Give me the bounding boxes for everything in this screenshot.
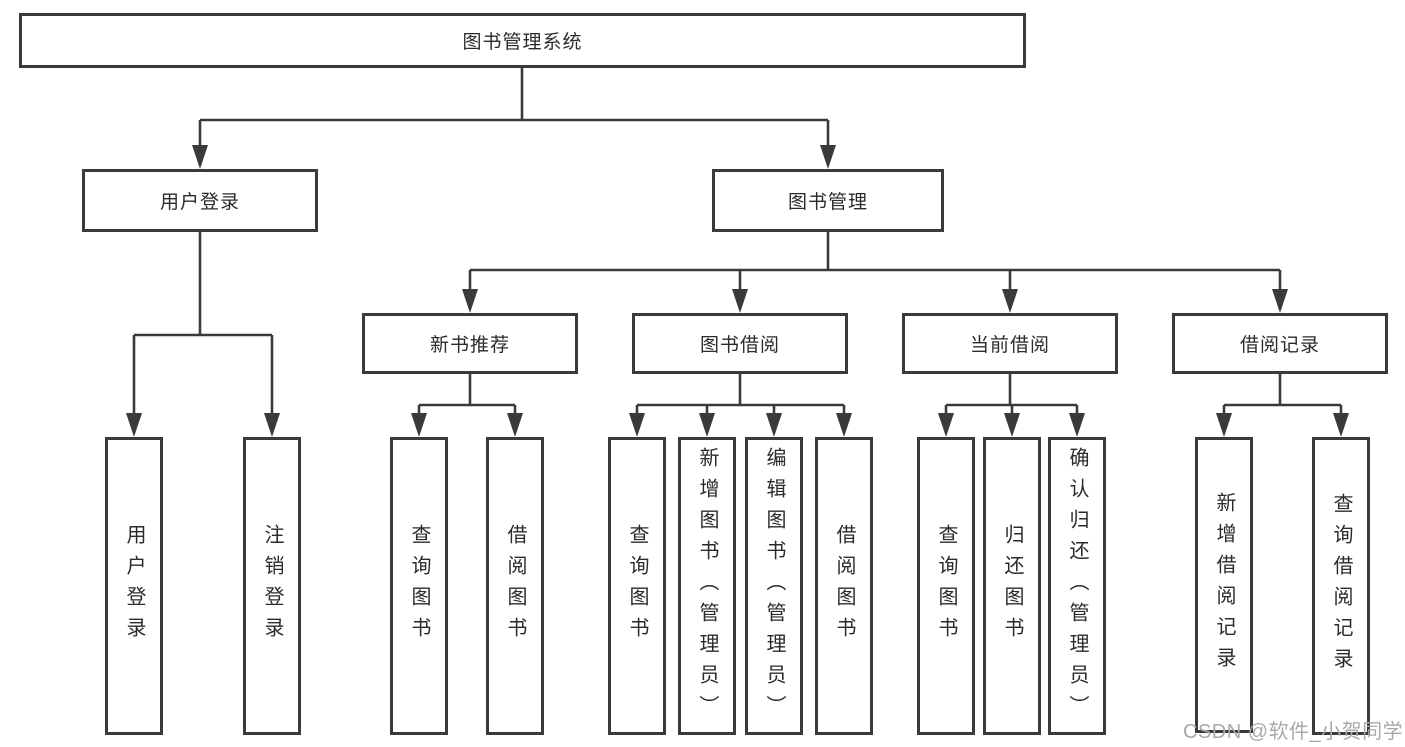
leaf-return-books: 归还图书 <box>983 437 1041 735</box>
node-borrowing-records: 借阅记录 <box>1172 313 1388 374</box>
leaf-user-login: 用户登录 <box>105 437 163 735</box>
node-current-borrowing: 当前借阅 <box>902 313 1118 374</box>
leaf-query-books-borrowing-label: 查询图书 <box>626 524 648 648</box>
leaf-return-books-label: 归还图书 <box>1001 524 1023 648</box>
leaf-confirm-return-admin: 确认归还（管理员） <box>1048 437 1106 735</box>
node-book-management: 图书管理 <box>712 169 944 232</box>
leaf-add-borrow-record-label: 新增借阅记录 <box>1213 492 1235 678</box>
leaf-user-login-label: 用户登录 <box>123 524 145 648</box>
leaf-borrow-books-recommend-label: 借阅图书 <box>504 524 526 648</box>
node-book-borrowing: 图书借阅 <box>632 313 848 374</box>
leaf-query-books-current-label: 查询图书 <box>935 524 957 648</box>
leaf-query-books-current: 查询图书 <box>917 437 975 735</box>
leaf-query-borrow-record-label: 查询借阅记录 <box>1330 493 1352 679</box>
leaf-logout-label: 注销登录 <box>261 524 283 648</box>
leaf-add-book-admin-label: 新增图书（管理员） <box>696 446 718 726</box>
leaf-borrow-books-borrowing: 借阅图书 <box>815 437 873 735</box>
leaf-logout: 注销登录 <box>243 437 301 735</box>
node-root: 图书管理系统 <box>19 13 1026 68</box>
leaf-edit-book-admin: 编辑图书（管理员） <box>745 437 803 735</box>
csdn-watermark: CSDN @软件_小贺同学 <box>1183 721 1404 743</box>
node-user-login: 用户登录 <box>82 169 318 232</box>
leaf-borrow-books-borrowing-label: 借阅图书 <box>833 524 855 648</box>
node-new-book-recommend: 新书推荐 <box>362 313 578 374</box>
leaf-edit-book-admin-label: 编辑图书（管理员） <box>763 446 785 726</box>
leaf-add-borrow-record: 新增借阅记录 <box>1195 437 1253 733</box>
leaf-query-books-borrowing: 查询图书 <box>608 437 666 735</box>
leaf-query-books-recommend-label: 查询图书 <box>408 524 430 648</box>
leaf-query-books-recommend: 查询图书 <box>390 437 448 735</box>
leaf-confirm-return-admin-label: 确认归还（管理员） <box>1066 446 1088 726</box>
leaf-add-book-admin: 新增图书（管理员） <box>678 437 736 735</box>
leaf-query-borrow-record: 查询借阅记录 <box>1312 437 1370 735</box>
arrowheads <box>126 145 1349 437</box>
leaf-borrow-books-recommend: 借阅图书 <box>486 437 544 735</box>
